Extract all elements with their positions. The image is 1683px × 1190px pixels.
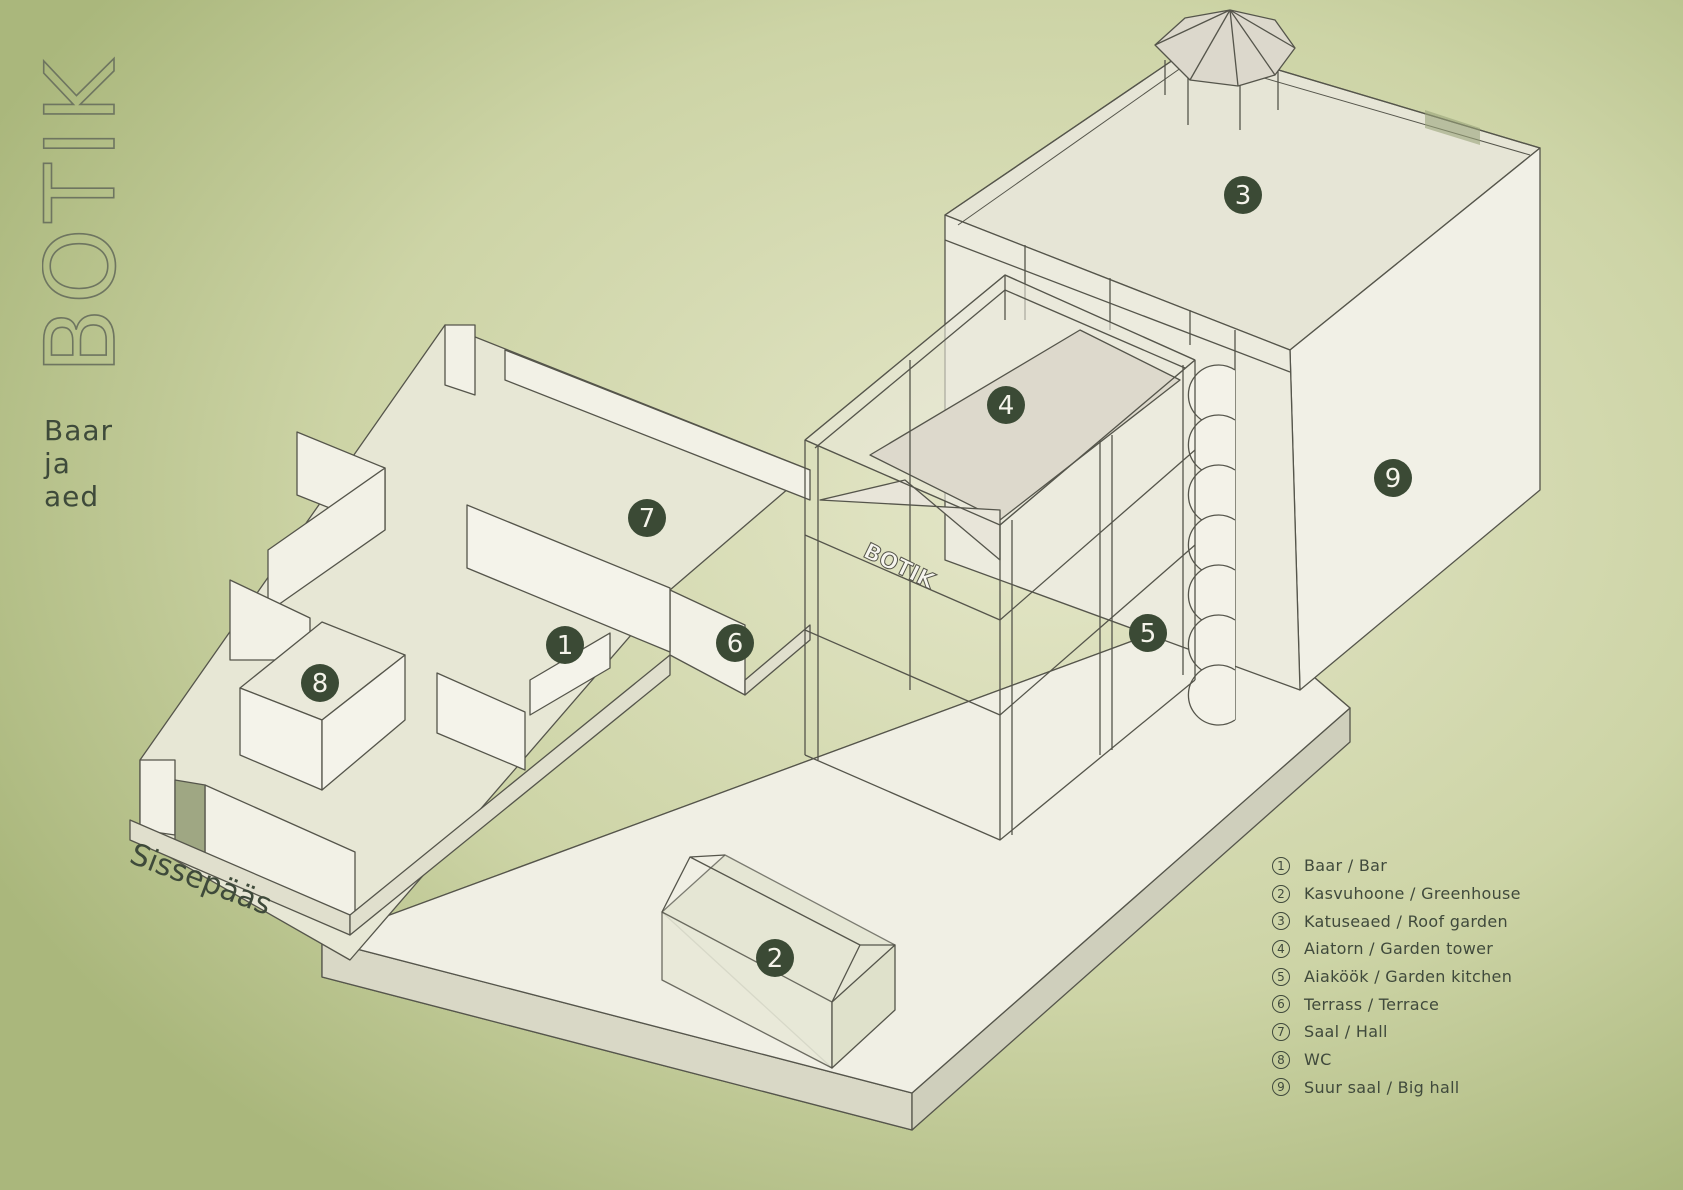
subtitle-line: aed [44, 480, 100, 513]
ground-platform [321, 604, 1351, 1131]
legend-label: Baar / Bar [1304, 856, 1388, 876]
legend: 1 Baar / Bar 2 Kasvuhoone / Greenhouse 3… [1272, 852, 1521, 1101]
legend-number: 8 [1272, 1050, 1290, 1069]
legend-number: 6 [1272, 995, 1290, 1014]
legend-label: Kasvuhoone / Greenhouse [1304, 884, 1521, 904]
legend-label: Aiaköök / Garden kitchen [1304, 967, 1513, 987]
legend-item: 7 Saal / Hall [1272, 1018, 1521, 1046]
legend-label: Aiatorn / Garden tower [1304, 939, 1494, 959]
legend-number: 4 [1272, 939, 1290, 958]
legend-label: WC [1304, 1050, 1332, 1070]
spiral-stair [1187, 330, 1236, 726]
legend-item: 3 Katuseaed / Roof garden [1272, 907, 1521, 935]
marker-number: 4 [998, 391, 1015, 421]
legend-number: 7 [1272, 1022, 1290, 1041]
marker-9: 9 [1374, 459, 1412, 497]
marker-number: 3 [1235, 181, 1252, 211]
marker-number: 5 [1140, 619, 1157, 649]
legend-label: Saal / Hall [1304, 1022, 1388, 1042]
marker-number: 6 [727, 629, 744, 659]
gazebo [1154, 9, 1296, 130]
legend-item: 8 WC [1272, 1046, 1521, 1074]
legend-label: Katuseaed / Roof garden [1304, 911, 1508, 931]
marker-5: 5 [1129, 614, 1167, 652]
markers: 1 2 3 4 5 6 7 8 9 [301, 176, 1412, 977]
marker-8: 8 [301, 664, 339, 702]
legend-item: 1 Baar / Bar [1272, 852, 1521, 880]
marker-circle [716, 624, 754, 662]
marker-circle [1374, 459, 1412, 497]
marker-number: 2 [767, 944, 784, 974]
marker-circle [1129, 614, 1167, 652]
marker-number: 7 [639, 504, 656, 534]
legend-item: 2 Kasvuhoone / Greenhouse [1272, 880, 1521, 908]
subtitle-line: Baar [44, 414, 114, 447]
title-vertical: BOTIK [42, 54, 122, 375]
legend-item: 9 Suur saal / Big hall [1272, 1074, 1521, 1102]
marker-7: 7 [628, 499, 666, 537]
marker-circle [546, 626, 584, 664]
marker-circle [756, 939, 794, 977]
legend-number: 9 [1272, 1078, 1290, 1097]
legend-item: 5 Aiaköök / Garden kitchen [1272, 963, 1521, 991]
marker-1: 1 [546, 626, 584, 664]
marker-2: 2 [756, 939, 794, 977]
legend-number: 2 [1272, 884, 1290, 903]
marker-number: 8 [312, 669, 329, 699]
marker-circle [628, 499, 666, 537]
marker-circle [1224, 176, 1262, 214]
legend-item: 4 Aiatorn / Garden tower [1272, 935, 1521, 963]
legend-number: 1 [1272, 856, 1290, 875]
legend-label: Terrass / Terrace [1304, 994, 1440, 1014]
marker-circle [987, 386, 1025, 424]
marker-6: 6 [716, 624, 754, 662]
hall-building [129, 324, 811, 961]
marker-number: 9 [1385, 464, 1402, 494]
marker-4: 4 [987, 386, 1025, 424]
marker-3: 3 [1224, 176, 1262, 214]
subtitle: Baar ja aed [44, 414, 113, 513]
legend-item: 6 Terrass / Terrace [1272, 990, 1521, 1018]
legend-number: 5 [1272, 967, 1290, 986]
title: BOTIK [42, 54, 122, 374]
marker-circle [301, 664, 339, 702]
legend-label: Suur saal / Big hall [1304, 1077, 1460, 1097]
subtitle-line: ja [44, 447, 71, 480]
marker-number: 1 [557, 631, 574, 661]
legend-number: 3 [1272, 912, 1290, 931]
